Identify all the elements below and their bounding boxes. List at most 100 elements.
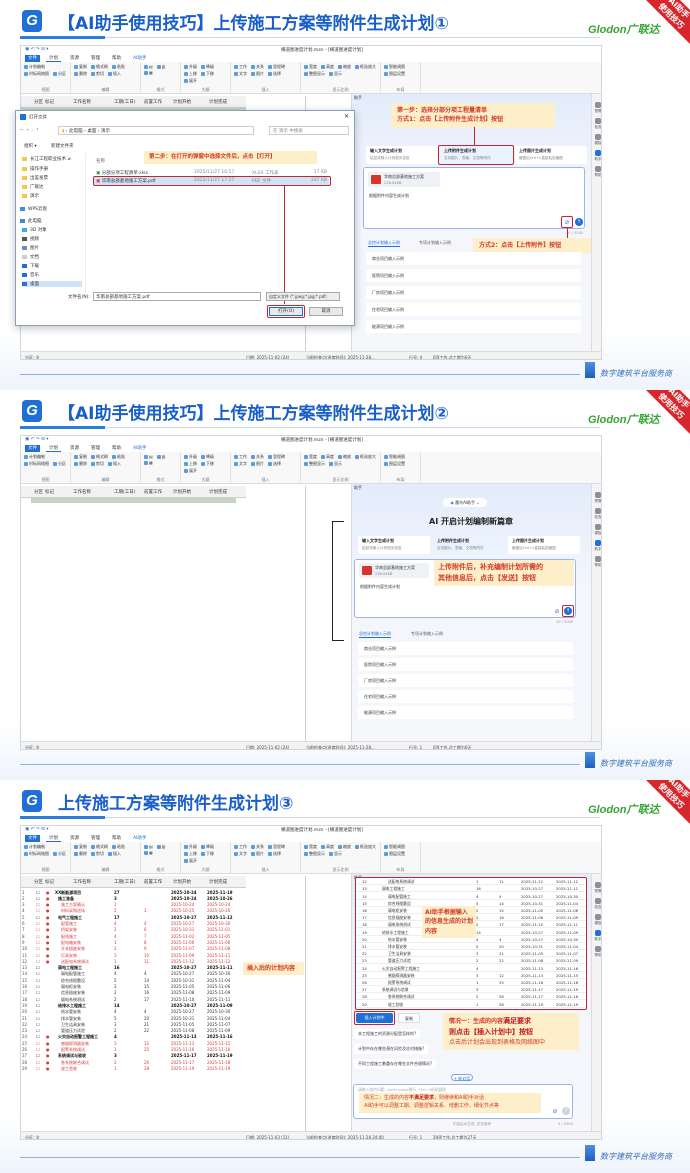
side-help[interactable]: 帮助: [593, 166, 601, 178]
ribbon-button[interactable]: 里程碑: [268, 844, 285, 850]
quick-access-toolbar[interactable]: ▣ ↶ ↷ ⊟ ▾: [25, 437, 49, 442]
ribbon-button[interactable]: 格式刷: [91, 64, 108, 70]
ribbon-button[interactable]: 计划编制: [24, 64, 45, 70]
filename-input[interactable]: 华南总部基地施工方案.pdf: [93, 292, 261, 301]
send-button[interactable]: ↑: [562, 1107, 570, 1115]
zone-checkbox[interactable]: ☐: [36, 1034, 40, 1040]
ribbon-button[interactable]: 显示: [329, 71, 342, 77]
ribbon-button[interactable]: 关系: [251, 64, 264, 70]
example-item[interactable]: 商业项目输入示例: [358, 642, 573, 655]
zone-checkbox[interactable]: ☐: [36, 984, 40, 989]
ribbon-button[interactable]: 图层设置: [384, 461, 405, 467]
ribbon-button[interactable]: 分区: [53, 71, 66, 77]
zone-checkbox[interactable]: ☐: [36, 946, 40, 952]
zone-checkbox[interactable]: ☐: [36, 996, 40, 1002]
ribbon-button[interactable]: 缩放: [338, 454, 351, 460]
side-check[interactable]: 检查: [593, 898, 601, 910]
side-help[interactable]: 帮助: [593, 556, 601, 568]
file-row-selected[interactable]: ▣ 华南总部基地施工方案.pdf 2025/11/27 17:27 PDF 文件…: [94, 177, 329, 185]
ribbon-button[interactable]: 框选放大: [355, 64, 376, 70]
ribbon-button[interactable]: 文字: [234, 71, 247, 77]
tab-example-master[interactable]: 总控计划输入示例: [368, 240, 400, 247]
new-folder-button[interactable]: 新建文件夹: [51, 144, 74, 149]
ribbon-button[interactable]: 时标网络图: [24, 71, 49, 77]
ribbon-button[interactable]: 插入: [108, 71, 121, 77]
ribbon-button[interactable]: 粘贴: [112, 454, 125, 460]
address-bar[interactable]: ▮ › 此电脑 › 桌面 › 演示: [58, 126, 254, 135]
zone-checkbox[interactable]: ☐: [36, 1021, 40, 1027]
zone-checkbox[interactable]: ☐: [36, 965, 40, 971]
ribbon-button[interactable]: 智能调图: [384, 844, 405, 850]
ribbon-button[interactable]: 关系: [251, 454, 264, 460]
nav-item[interactable]: 视频: [22, 236, 39, 242]
ribbon-button[interactable]: 显示: [329, 461, 342, 467]
ribbon-button[interactable]: ▤: [144, 454, 153, 459]
side-help[interactable]: 帮助: [593, 946, 601, 958]
ribbon-button[interactable]: 图片: [251, 71, 264, 77]
zone-checkbox[interactable]: ☐: [36, 1047, 40, 1052]
ribbon-button[interactable]: 高度: [321, 844, 334, 850]
ribbon-button[interactable]: 宽度: [304, 64, 317, 70]
zone-checkbox[interactable]: ☐: [36, 1040, 40, 1046]
ribbon-button[interactable]: 智能调图: [384, 454, 405, 460]
ribbon-button[interactable]: 删除: [74, 461, 87, 467]
tab-file[interactable]: 文件: [25, 54, 40, 62]
card-upload-image[interactable]: 上传图片生成计划截图后Ctrl+v直接粘贴截图: [508, 536, 580, 554]
col-predecessor[interactable]: 前置工作: [144, 490, 162, 495]
ribbon-button[interactable]: 插入: [108, 851, 121, 857]
tab-plan[interactable]: 计划: [46, 55, 61, 62]
tab-manage[interactable]: 管理: [91, 55, 100, 61]
tab-help[interactable]: 帮助: [112, 445, 121, 451]
cancel-button[interactable]: 取消: [309, 307, 343, 316]
quick-access-toolbar[interactable]: ▣ ↶ ↷ ⊟ ▾: [25, 827, 49, 832]
ribbon-button[interactable]: 计划编制: [24, 454, 45, 460]
ribbon-button[interactable]: 展开: [184, 78, 197, 84]
ribbon-button[interactable]: 显示: [329, 851, 342, 857]
ribbon-button[interactable]: 展开: [184, 468, 197, 474]
col-duration[interactable]: 工期(工日): [114, 100, 136, 105]
paperclip-icon[interactable]: ⌀: [554, 607, 560, 615]
ribbon-button[interactable]: 剪切: [91, 71, 104, 77]
ribbon-button[interactable]: 框选放大: [355, 844, 376, 850]
nav-item[interactable]: 演示: [22, 193, 39, 199]
ribbon-button[interactable]: 时标网络图: [24, 461, 49, 467]
side-template[interactable]: 模板: [593, 134, 601, 146]
assistant-selector[interactable]: ◉ 晨鸟AI助手 ⌄: [443, 498, 487, 507]
paperclip-icon[interactable]: ⌀: [564, 218, 570, 226]
tab-manage[interactable]: 管理: [91, 835, 100, 841]
insert-into-plan-button[interactable]: 插入计划中: [356, 1013, 393, 1023]
tab-help[interactable]: 帮助: [112, 55, 121, 61]
copy-button[interactable]: 复制: [398, 1013, 420, 1023]
ribbon-button[interactable]: 时标网络图: [24, 851, 49, 857]
send-button[interactable]: ↑: [575, 218, 583, 226]
ribbon-button[interactable]: 升级: [184, 64, 197, 70]
side-assistant[interactable]: 助手: [593, 540, 601, 552]
ribbon-button[interactable]: ▦: [144, 70, 153, 75]
ribbon-button[interactable]: 整图显示: [304, 71, 325, 77]
ribbon-button[interactable]: ▦: [144, 850, 153, 855]
zone-checkbox[interactable]: ☐: [36, 939, 40, 945]
card-text-plan[interactable]: 输入文字生成计划粘贴或输入计划相关信息: [358, 536, 430, 554]
nav-item-desktop[interactable]: 桌面: [22, 281, 82, 287]
ribbon-button[interactable]: 图片: [251, 461, 264, 467]
zone-checkbox[interactable]: ☐: [36, 1053, 40, 1059]
col-mark[interactable]: 标记: [45, 880, 54, 885]
ribbon-button[interactable]: 剪切: [91, 851, 104, 857]
tab-ai-assistant[interactable]: AI助手: [133, 445, 147, 451]
zone-checkbox[interactable]: ☐: [36, 895, 40, 901]
nav-item[interactable]: 广联达: [22, 184, 44, 190]
ribbon-button[interactable]: 图层设置: [384, 71, 405, 77]
ribbon-button[interactable]: 降级: [201, 454, 214, 460]
